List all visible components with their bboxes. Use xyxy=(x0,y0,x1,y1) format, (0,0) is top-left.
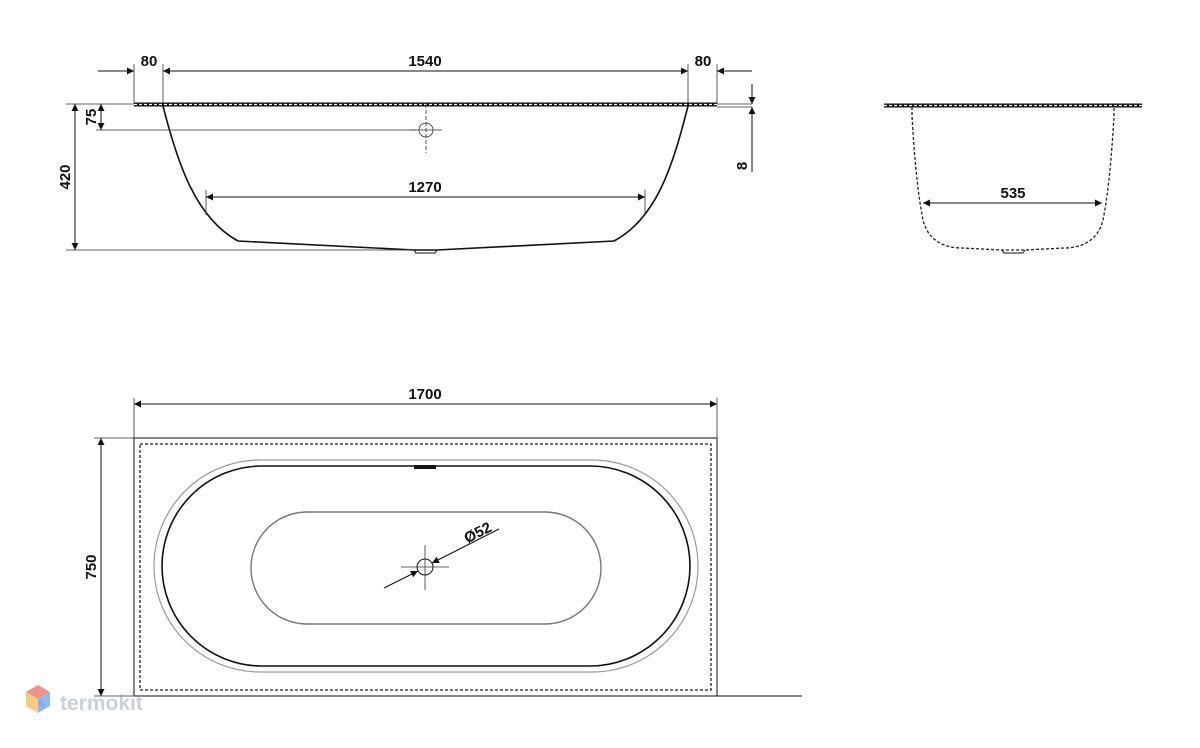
drain: Ø52 xyxy=(383,519,500,590)
dim-line-drain xyxy=(383,570,419,589)
top-basin-outline xyxy=(161,465,691,667)
dim-rim-left: 80 xyxy=(141,53,158,70)
dim-total-height: 420 xyxy=(57,164,74,189)
dim-inner-top: 1540 xyxy=(408,53,441,70)
top-outer-rim xyxy=(133,437,718,697)
dim-bottom-length: 1270 xyxy=(408,179,441,196)
termokit-logo-icon xyxy=(26,685,50,713)
top-inner-dashed-outline xyxy=(139,443,712,691)
top-view: 1700 750 Ø52 xyxy=(83,386,802,697)
end-drain-outlet xyxy=(1001,249,1026,254)
dim-width: 750 xyxy=(83,554,100,579)
dim-rim-thickness: 8 xyxy=(734,162,751,170)
dim-drain: Ø52 xyxy=(461,519,494,547)
side-drain-outlet xyxy=(413,249,438,254)
top-overflow xyxy=(414,465,436,469)
dim-rim-right: 80 xyxy=(695,53,712,70)
overflow-crosshair xyxy=(410,104,442,153)
dim-line-drain xyxy=(431,528,500,564)
dim-bottom-width: 535 xyxy=(1000,185,1025,202)
side-tub-body xyxy=(162,105,689,251)
end-tub-body xyxy=(911,107,1115,251)
dim-overflow-height: 75 xyxy=(83,109,100,126)
side-view: 80 1540 80 75 420 8 1270 xyxy=(57,53,756,254)
dim-length: 1700 xyxy=(408,386,441,403)
top-basin-floor-outline xyxy=(250,511,602,625)
end-view: 535 xyxy=(884,103,1142,254)
top-rim-edge-outline xyxy=(153,459,699,673)
watermark: termokit xyxy=(26,685,143,715)
watermark-text: termokit xyxy=(60,692,143,715)
